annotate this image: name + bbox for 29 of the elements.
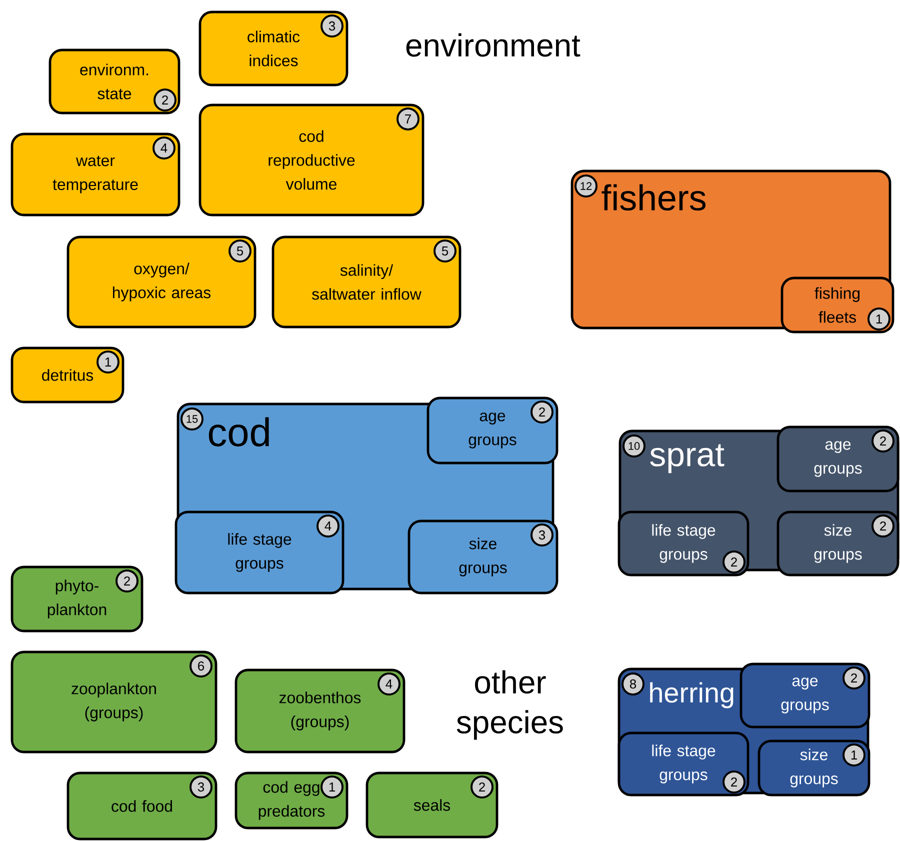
section-heading: environment <box>406 33 580 57</box>
category-box: oxygen/ hypoxic areas 5 <box>66 236 256 328</box>
category-box: phyto- plankton 2 <box>10 566 144 632</box>
category-box: age groups 2 <box>776 426 900 492</box>
category-box: size groups 1 <box>758 740 870 796</box>
category-box: cod food 3 <box>66 772 218 840</box>
category-box: life stage groups 2 <box>618 510 750 576</box>
category-box: seals 2 <box>366 772 498 838</box>
category-box: size groups 3 <box>408 520 558 594</box>
category-box: life stage groups 4 <box>174 510 344 594</box>
node-label: sprat <box>650 444 724 474</box>
category-box: detritus 1 <box>10 346 124 404</box>
category-box: zooplankton (groups) 6 <box>10 650 218 754</box>
category-box: zoobenthos (groups) 4 <box>234 668 406 754</box>
count-badge: 2 <box>872 514 894 538</box>
category-box: water temperature 4 <box>10 132 180 216</box>
category-box: life stage groups 2 <box>618 732 750 796</box>
category-box: age groups 2 <box>740 662 870 728</box>
category-box: age groups 2 <box>426 396 558 464</box>
count-badge: 2 <box>872 430 894 452</box>
category-box: cod egg predators 1 <box>234 772 348 830</box>
category-box: cod reproductive volume 7 <box>198 104 424 216</box>
category-box: size groups 2 <box>776 510 900 576</box>
category-box: environm. state 2 <box>48 48 180 114</box>
category-box: fishing fleets 1 <box>780 276 894 334</box>
category-box: salinity/ saltwater inflow 5 <box>272 236 462 328</box>
category-box: climatic indices 3 <box>198 10 348 86</box>
section-heading: other species <box>456 670 563 740</box>
count-badge: 1 <box>868 308 890 330</box>
